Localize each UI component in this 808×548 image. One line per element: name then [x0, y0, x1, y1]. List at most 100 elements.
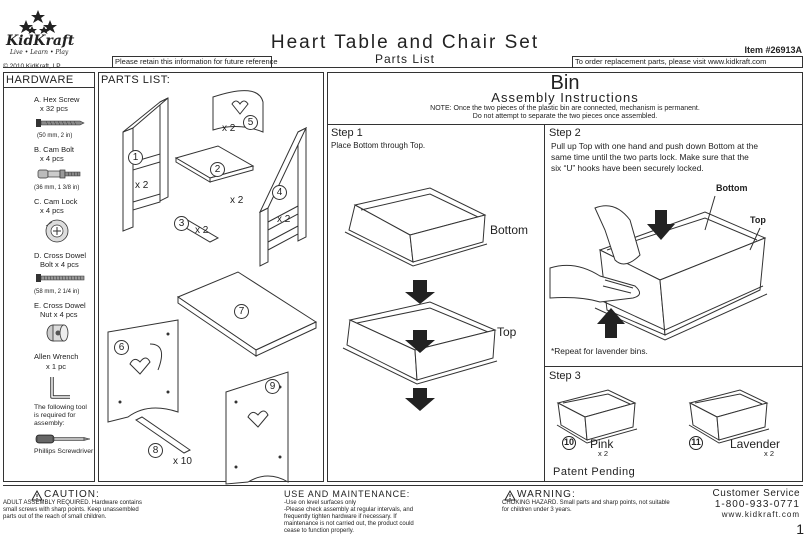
step3-title: Step 3 — [549, 370, 581, 382]
pink-bin-label: Pink — [590, 437, 614, 451]
allen-wrench-label: Allen Wrench — [34, 352, 79, 361]
page-number: 1 — [796, 521, 804, 537]
bin-subtitle: Assembly Instructions — [491, 90, 639, 105]
pink-bin-qty: x 2 — [598, 449, 609, 458]
retain-notice-box — [112, 56, 272, 67]
cross-dowel-bolt-icon — [36, 274, 85, 282]
part-5-qty: x 2 — [222, 123, 236, 134]
part-1-qty: x 2 — [135, 180, 149, 191]
lavender-bin-number: 11 — [689, 436, 703, 450]
hardware-a-label: A. Hex Screw — [34, 95, 80, 104]
step2-bottom-label: Bottom — [716, 183, 748, 193]
step1-drawing — [342, 187, 498, 411]
pink-bin-number: 10 — [562, 436, 576, 450]
hardware-b-size: (36 mm, 1 3/8 in) — [34, 185, 80, 191]
cross-dowel-nut-icon — [46, 324, 69, 342]
warning-title: WARNING: — [517, 489, 576, 500]
item-number: Item #26913A — [744, 45, 802, 55]
use-line-3: frequently tighten hardware if necessary… — [284, 514, 397, 520]
tool-note-line-3: assembly: — [34, 420, 65, 427]
parts-drawing — [107, 90, 318, 485]
lavender-bin-qty: x 2 — [764, 449, 775, 458]
retain-notice: Please retain this information for futur… — [115, 57, 278, 66]
hardware-c-qty: x 4 pcs — [40, 206, 64, 215]
replacement-notice-box — [572, 56, 803, 67]
part-6-number: 6 — [114, 340, 129, 355]
hardware-e-qty: Nut x 4 pcs — [40, 310, 78, 319]
step-divider-vertical — [544, 124, 545, 482]
caution-line-3: parts out of the reach of small children… — [3, 514, 107, 520]
part-7-number: 7 — [234, 304, 249, 319]
part-3-qty: x 2 — [195, 225, 209, 236]
hex-screw-icon — [36, 119, 85, 127]
hardware-d-qty: Bolt x 4 pcs — [40, 260, 79, 269]
tool-note-line-1: The following tool — [34, 404, 87, 411]
header-rule — [3, 67, 803, 68]
part-2-qty: x 2 — [230, 195, 244, 206]
hardware-panel-left — [3, 72, 4, 482]
step2-text-3: six “U” hooks have been securely locked. — [551, 163, 704, 173]
page-title: Heart Table and Chair Set — [270, 32, 540, 53]
step1-title: Step 1 — [331, 127, 363, 139]
bin-title: Bin — [550, 72, 580, 94]
use-line-1: -Use on level surfaces only — [284, 500, 357, 506]
step1-top-label: Top — [497, 325, 517, 339]
customer-service-phone: 1-800-933-0771 — [714, 499, 800, 510]
bin-note-2: Do not attempt to separate the two piece… — [472, 113, 658, 120]
caution-title: CAUTION: — [44, 489, 100, 500]
cam-bolt-icon — [37, 169, 81, 179]
hardware-heading: HARDWARE — [6, 74, 74, 86]
use-title: USE AND MAINTENANCE: — [284, 489, 411, 499]
brand-logo: KidKraft Live • Learn • Play — [4, 6, 86, 62]
part-4-qty: x 2 — [277, 214, 291, 225]
part-2-number: 2 — [210, 162, 225, 177]
part-5-number: 5 — [243, 115, 258, 130]
caution-warning-icon — [31, 489, 43, 501]
hardware-d-label: D. Cross Dowel — [34, 251, 87, 260]
lavender-bin-label: Lavender — [730, 437, 781, 451]
use-line-4: maintenance is not carried out, the prod… — [284, 521, 414, 527]
part-9-number: 9 — [265, 379, 280, 394]
hardware-e-label: E. Cross Dowel — [34, 301, 86, 310]
bin-rule — [327, 124, 803, 125]
part-8-number: 8 — [148, 443, 163, 458]
hardware-a-qty: x 32 pcs — [40, 104, 68, 113]
part-3-number: 3 — [174, 216, 189, 231]
step2-drawing — [549, 195, 768, 341]
cam-lock-icon — [45, 219, 69, 243]
warning-line-2: for children under 3 years. — [502, 507, 572, 513]
screwdriver-label: Phillips Screwdriver — [34, 448, 94, 455]
hardware-b-label: B. Cam Bolt — [34, 145, 75, 154]
hardware-a-size: (50 mm, 2 in) — [37, 133, 73, 139]
caution-line-2: small screws with sharp points. Keep una… — [3, 507, 139, 513]
patent-pending: Patent Pending — [553, 466, 636, 478]
part-8-qty: x 10 — [173, 456, 192, 467]
hardware-c-label: C. Cam Lock — [34, 197, 78, 206]
step2-text-2: same time until the two parts lock. Make… — [551, 152, 749, 162]
footer-rule — [3, 485, 803, 486]
step1-bottom-label: Bottom — [490, 223, 529, 237]
hardware-d-size: (58 mm, 2 1/4 in) — [34, 289, 80, 295]
bin-panel — [327, 72, 803, 482]
bin-note-1: NOTE: Once the two pieces of the plastic… — [430, 105, 700, 112]
copyright: © 2010 KidKraft, LP — [3, 63, 61, 70]
parts-heading: PARTS LIST: — [101, 74, 171, 86]
step2-top-label: Top — [750, 215, 766, 225]
brand-name: KidKraft — [6, 33, 75, 49]
step2-repeat-note: *Repeat for lavender bins. — [551, 346, 648, 356]
allen-wrench-icon — [50, 377, 70, 399]
hardware-b-qty: x 4 pcs — [40, 154, 64, 163]
screwdriver-icon — [35, 434, 91, 444]
warning-icon — [504, 489, 516, 501]
tool-note-line-2: is required for — [34, 412, 76, 419]
caution-line-1: ADULT ASSEMBLY REQUIRED. Hardware contai… — [3, 500, 142, 506]
use-line-5: cease to function properly. — [284, 528, 354, 534]
parts-panel — [98, 72, 324, 482]
allen-wrench-qty: x 1 pc — [46, 362, 67, 371]
replacement-notice: To order replacement parts, please visit… — [575, 57, 767, 66]
customer-service-title: Customer Service — [712, 488, 800, 499]
part-4-number: 4 — [272, 185, 287, 200]
step2-title: Step 2 — [549, 127, 581, 139]
page-subtitle: Parts List — [374, 52, 435, 66]
customer-service-web: www.kidkraft.com — [721, 510, 800, 519]
